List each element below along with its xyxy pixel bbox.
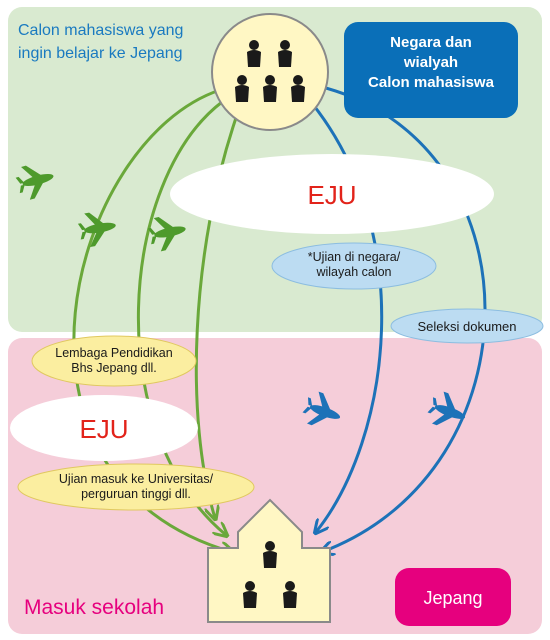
origin-label-line1: Calon mahasiswa yang: [18, 22, 183, 39]
origin-box-line1: Negara dan: [390, 34, 472, 51]
origin-people-circle: [211, 13, 329, 131]
origin-country-box: [344, 22, 518, 118]
origin-box-line2: wialyah: [403, 54, 458, 71]
japan-box: [395, 568, 511, 626]
exam-abroad-line1: *Ujian di negara/: [308, 250, 401, 264]
japan-box-label: Jepang: [423, 588, 482, 608]
eju-top-label: EJU: [307, 180, 356, 210]
entrance-exam-line2: perguruan tinggi dll.: [81, 487, 191, 501]
document-selection-label: Seleksi dokumen: [418, 319, 517, 334]
exam-abroad-ellipse: [271, 242, 437, 290]
origin-label-line2: ingin belajar ke Jepang: [18, 45, 183, 62]
origin-box-line3: Calon mahasiswa: [368, 74, 495, 91]
language-school-ellipse: [31, 335, 197, 387]
language-school-line1: Lembaga Pendidikan: [55, 346, 172, 360]
enroll-label: Masuk sekolah: [24, 596, 164, 619]
eju-top-ellipse: [170, 154, 494, 234]
eju-bottom-ellipse: [10, 395, 198, 461]
entrance-exam-ellipse: [17, 463, 255, 511]
entrance-exam-line1: Ujian masuk ke Universitas/: [59, 472, 214, 486]
document-selection-ellipse: [390, 308, 544, 344]
eju-bottom-label: EJU: [79, 414, 128, 444]
language-school-line2: Bhs Jepang dll.: [71, 361, 156, 375]
exam-abroad-line2: wilayah calon: [315, 265, 391, 279]
blue-path-outer: [318, 84, 487, 552]
